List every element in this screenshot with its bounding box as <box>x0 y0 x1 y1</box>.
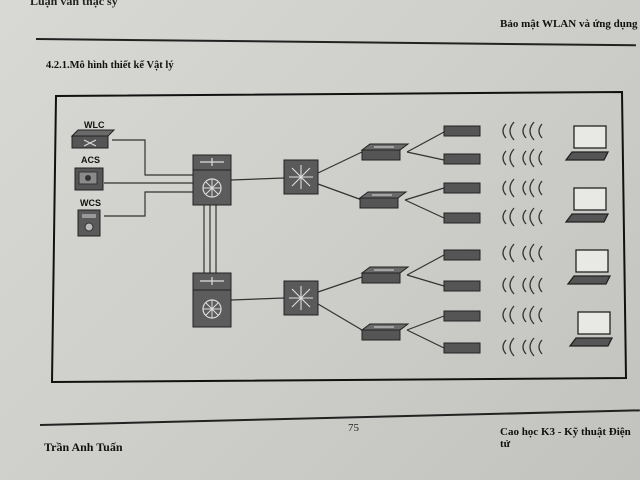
laptops <box>564 125 614 347</box>
access-point-icon <box>443 249 481 261</box>
laptop-icon <box>568 311 614 347</box>
section-title: 4.2.1.Mô hình thiết kế Vật lý <box>46 60 174 71</box>
access-switch-3 <box>360 266 410 284</box>
distribution-switch-2 <box>283 280 319 316</box>
access-point-icon <box>443 212 481 224</box>
access-switch-1 <box>360 143 410 161</box>
access-point-icon <box>443 342 481 354</box>
page-number: 75 <box>348 422 359 434</box>
access-switch-2 <box>358 191 408 209</box>
access-point-icon <box>443 125 481 137</box>
core-switch-1 <box>192 154 232 206</box>
wlan-controller-icon <box>70 129 116 149</box>
access-switch-4 <box>360 323 410 341</box>
footer-right: Cao học K3 - Kỹ thuật Điện tử <box>500 426 631 450</box>
diagram-frame <box>50 90 628 384</box>
laptop-icon <box>564 187 610 223</box>
laptop-icon <box>566 249 612 285</box>
access-point-icon <box>443 310 481 322</box>
core-switch-2 <box>192 272 232 328</box>
access-points <box>443 125 481 354</box>
wireless-signal-icons <box>502 121 543 357</box>
access-point-icon <box>443 182 481 194</box>
header-right: Bảo mật WLAN và ứng dụng <box>500 18 638 30</box>
acs-label: ACS <box>81 155 100 165</box>
access-point-icon <box>443 280 481 292</box>
distribution-switch-1 <box>283 159 319 195</box>
header-left: Luận văn thạc sỹ <box>30 0 118 8</box>
laptop-icon <box>564 125 610 161</box>
wcs-label: WCS <box>80 198 101 208</box>
connection-lines <box>104 131 445 349</box>
footer-author: Trần Anh Tuấn <box>44 440 123 454</box>
access-point-icon <box>443 153 481 165</box>
wcs-server-icon <box>77 209 101 237</box>
wlc-label: WLC <box>84 120 105 130</box>
acs-server-icon <box>74 167 104 191</box>
